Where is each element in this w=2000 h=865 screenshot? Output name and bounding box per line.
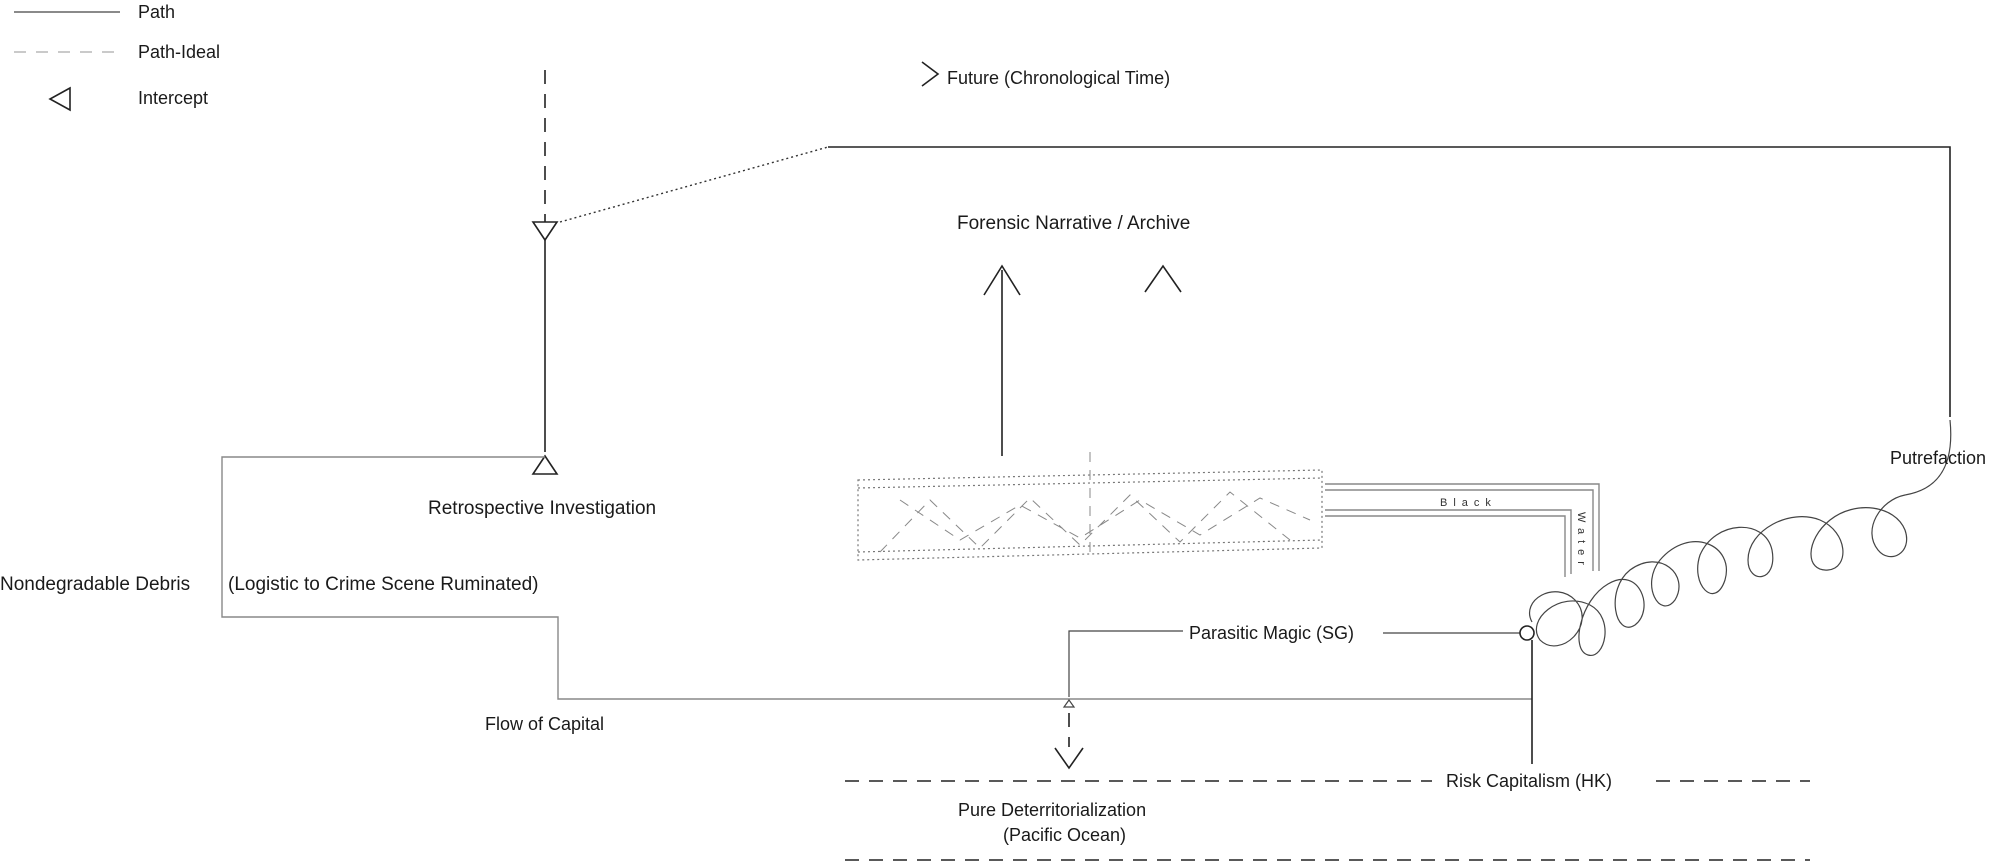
forensic-narrative-label: Forensic Narrative / Archive — [957, 213, 1190, 234]
dotted-connector-line — [559, 146, 829, 223]
black-label: Black — [1440, 497, 1497, 509]
legend-path-label: Path — [138, 2, 175, 22]
flow-of-capital-label: Flow of Capital — [485, 714, 604, 734]
legend-intercept-label: Intercept — [138, 88, 208, 108]
intercept-up-icon — [531, 454, 559, 475]
putrefaction-label: Putrefaction — [1890, 448, 1986, 468]
risk-capitalism-label: Risk Capitalism (HK) — [1446, 771, 1612, 791]
parasitic-magic-label: Parasitic Magic (SG) — [1189, 623, 1354, 643]
black-water-channel: Black Water — [1325, 483, 1600, 577]
forensic-chevron-icon — [1144, 264, 1182, 293]
future-label: Future (Chronological Time) — [947, 68, 1170, 88]
legend: Path Path-Ideal Intercept — [14, 2, 220, 112]
legend-path-ideal-label: Path-Ideal — [138, 42, 220, 62]
intercept-down-icon — [531, 221, 559, 242]
water-label: Water — [1575, 512, 1587, 571]
nondegradable-label: Nondegradable Debris — [0, 574, 190, 595]
forensic-arrow-head-icon — [983, 264, 1021, 296]
future-chevron-icon — [921, 61, 940, 87]
retrospective-label: Retrospective Investigation — [428, 498, 656, 519]
archive-cylinder — [857, 452, 1323, 561]
down-chevron-icon — [1054, 747, 1084, 770]
node-circle — [1519, 625, 1535, 641]
pure-deterritorialization-label: Pure Deterritorialization — [958, 800, 1146, 820]
putrefaction-spiral — [1529, 419, 1952, 656]
intercept-small-icon — [1062, 698, 1076, 708]
parasitic-left-path — [1068, 630, 1183, 697]
top-path-line — [828, 146, 1951, 417]
pacific-ocean-label: (Pacific Ocean) — [1003, 825, 1126, 845]
logistic-label: (Logistic to Crime Scene Ruminated) — [228, 574, 538, 595]
legend-intercept-icon — [48, 86, 71, 112]
left-loop-path — [221, 456, 1532, 700]
